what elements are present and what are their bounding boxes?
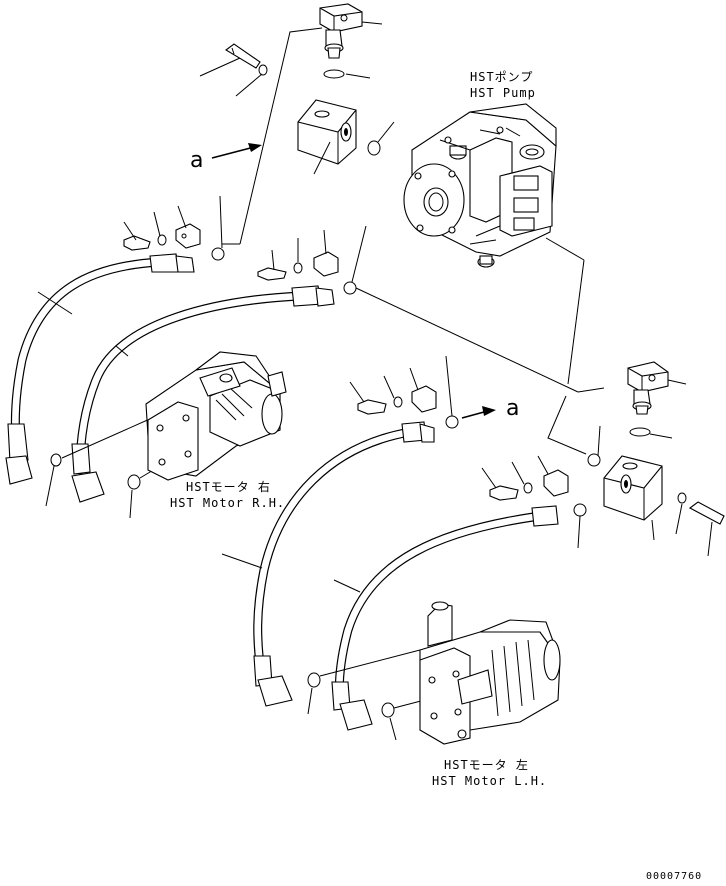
motor-rh-label-jp: HSTモータ 右 <box>186 480 271 494</box>
motor-rh-label-en: HST Motor R.H. <box>170 496 286 510</box>
hose-4 <box>331 505 559 731</box>
top-elbow-fitting <box>319 3 363 59</box>
drawing-number: 00007760 <box>646 871 703 882</box>
hose-1 <box>5 253 195 485</box>
bolt-mid-1 <box>257 267 287 281</box>
bolt-right-2 <box>489 485 519 501</box>
pump-label-jp: HSTポンプ <box>470 70 534 84</box>
split-flange-left-1 <box>175 223 201 249</box>
hose-2 <box>71 285 335 503</box>
view-reference-a-top: a <box>190 148 204 173</box>
bolt-left-1 <box>123 235 151 251</box>
motor-lh-label-en: HST Motor L.H. <box>432 774 548 788</box>
hose-3 <box>253 421 435 707</box>
split-flange-mid-2 <box>411 385 437 413</box>
right-elbow-fitting <box>627 361 669 415</box>
top-port-block <box>297 99 357 165</box>
top-washer <box>258 64 268 76</box>
view-reference-a-middle: a <box>506 396 520 421</box>
right-bolt <box>688 501 725 525</box>
top-o-ring <box>323 69 345 79</box>
washer-left-1 <box>157 234 167 246</box>
bolt-mid-2 <box>357 399 387 415</box>
pump-label-en: HST Pump <box>470 86 536 100</box>
hst-motor-rh <box>145 351 287 481</box>
top-bolt <box>225 43 261 69</box>
split-flange-mid-1 <box>313 251 339 277</box>
hst-motor-lh <box>419 601 561 745</box>
motor-lh-label-jp: HSTモータ 左 <box>444 758 529 772</box>
hst-pump <box>403 103 557 268</box>
split-flange-right-2 <box>543 469 569 497</box>
right-port-block <box>603 455 663 521</box>
